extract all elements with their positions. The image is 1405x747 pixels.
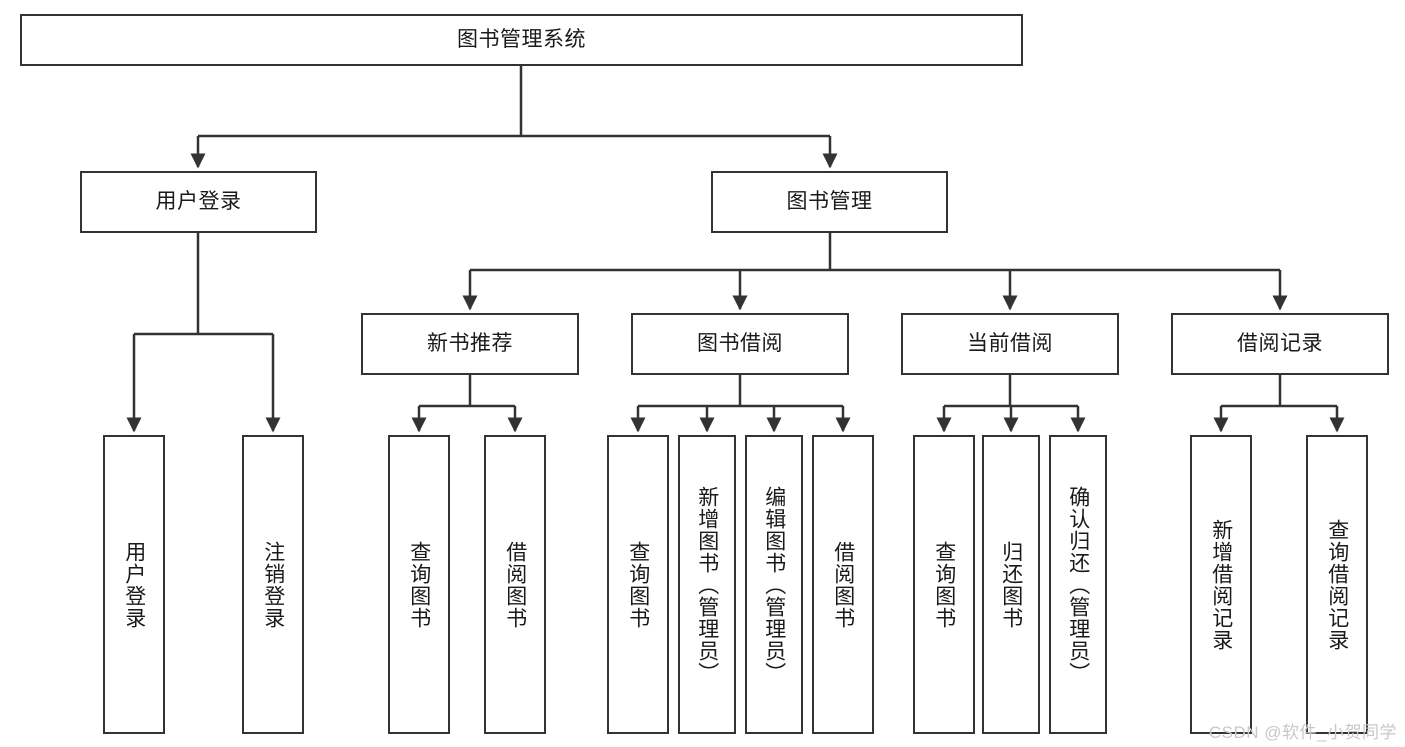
node-leaf-borrow-book-2[interactable]: 借阅图书 [812, 435, 874, 734]
node-label: 图书管理系统 [457, 27, 586, 51]
node-leaf-add-record[interactable]: 新增借阅记录 [1190, 435, 1252, 734]
node-label: 编辑图书（管理员） [762, 485, 786, 684]
node-label: 查询图书 [626, 540, 650, 629]
node-leaf-add-book[interactable]: 新增图书（管理员） [678, 435, 736, 734]
node-label: 借阅图书 [503, 540, 527, 629]
node-leaf-query-book-2[interactable]: 查询图书 [607, 435, 669, 734]
node-label: 确认归还（管理员） [1066, 485, 1090, 684]
node-leaf-query-record[interactable]: 查询借阅记录 [1306, 435, 1368, 734]
node-label: 借阅图书 [831, 540, 855, 629]
node-label: 查询图书 [407, 540, 431, 629]
node-label: 当前借阅 [967, 331, 1053, 355]
node-label: 图书管理 [786, 189, 873, 213]
node-current-borrow[interactable]: 当前借阅 [901, 313, 1119, 375]
node-leaf-logout[interactable]: 注销登录 [242, 435, 304, 734]
node-label: 查询图书 [932, 540, 956, 629]
node-leaf-confirm-return[interactable]: 确认归还（管理员） [1049, 435, 1107, 734]
node-label: 用户登录 [155, 189, 242, 213]
node-leaf-borrow-book-1[interactable]: 借阅图书 [484, 435, 546, 734]
node-book-manage[interactable]: 图书管理 [711, 171, 948, 233]
node-label: 归还图书 [999, 540, 1023, 629]
node-borrow-record[interactable]: 借阅记录 [1171, 313, 1389, 375]
node-label: 注销登录 [261, 540, 285, 629]
node-leaf-query-book-1[interactable]: 查询图书 [388, 435, 450, 734]
node-book-borrow[interactable]: 图书借阅 [631, 313, 849, 375]
node-label: 新增借阅记录 [1209, 518, 1233, 651]
node-label: 新书推荐 [427, 331, 513, 355]
node-leaf-query-book-3[interactable]: 查询图书 [913, 435, 975, 734]
node-label: 借阅记录 [1237, 331, 1323, 355]
node-leaf-return-book[interactable]: 归还图书 [982, 435, 1040, 734]
node-label: 查询借阅记录 [1325, 518, 1349, 651]
node-label: 新增图书（管理员） [695, 485, 719, 684]
node-user-login[interactable]: 用户登录 [80, 171, 317, 233]
node-label: 图书借阅 [697, 331, 783, 355]
node-root-system[interactable]: 图书管理系统 [20, 14, 1023, 66]
node-label: 用户登录 [122, 540, 146, 629]
csdn-watermark: CSDN @软件_小贺同学 [1208, 723, 1397, 742]
node-leaf-user-login[interactable]: 用户登录 [103, 435, 165, 734]
node-new-book-recommend[interactable]: 新书推荐 [361, 313, 579, 375]
node-leaf-edit-book[interactable]: 编辑图书（管理员） [745, 435, 803, 734]
